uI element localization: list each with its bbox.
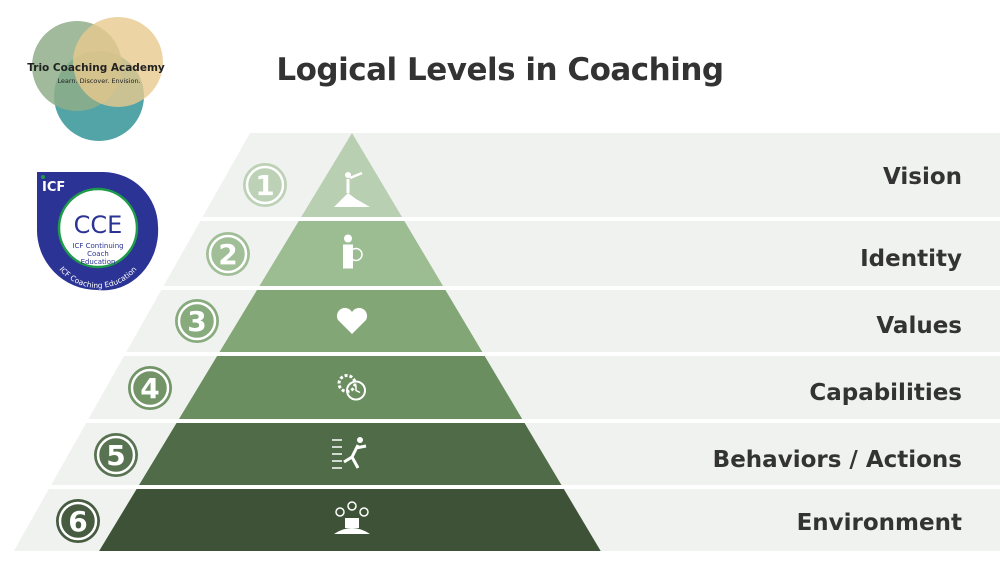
level-number-badge bbox=[243, 163, 287, 207]
row-separator bbox=[0, 485, 1000, 489]
badge-dot bbox=[41, 175, 45, 179]
logo-circle-gold bbox=[73, 17, 163, 107]
level-identity: 2 Identity bbox=[163, 221, 1000, 286]
runner-body bbox=[343, 444, 367, 469]
level-number: 2 bbox=[218, 238, 237, 271]
row-separator bbox=[0, 286, 1000, 290]
heart-shape bbox=[336, 307, 368, 334]
badge-line2: Coach bbox=[87, 250, 109, 258]
level-number-badge bbox=[94, 433, 138, 477]
pyramid-tier bbox=[139, 423, 562, 485]
level-values: 3 Values bbox=[126, 290, 1000, 352]
mountain-telescope-icon bbox=[334, 171, 370, 207]
badge-line1: ICF Continuing bbox=[72, 242, 123, 250]
level-number-ring bbox=[245, 165, 285, 205]
level-number: 5 bbox=[106, 439, 125, 472]
level-label: Behaviors / Actions bbox=[713, 447, 962, 473]
level-number: 4 bbox=[140, 372, 159, 405]
row-separator bbox=[0, 217, 1000, 221]
community-environment-icon bbox=[334, 501, 370, 534]
logo-name: Trio Coaching Academy bbox=[27, 62, 165, 74]
row-separator bbox=[0, 352, 1000, 356]
level-number: 6 bbox=[68, 505, 87, 538]
level-capabilities: 4 Capabilities bbox=[88, 356, 1000, 419]
level-number-ring bbox=[177, 301, 217, 341]
person-head bbox=[345, 172, 351, 178]
level-band bbox=[202, 133, 1000, 217]
level-number-badge bbox=[56, 499, 100, 543]
badge-inner-circle bbox=[57, 187, 139, 269]
running-person-icon bbox=[332, 437, 367, 469]
level-number-ring bbox=[58, 501, 98, 541]
person-head bbox=[344, 234, 352, 243]
level-number-badge bbox=[175, 299, 219, 343]
pyramid-tier bbox=[301, 133, 402, 217]
question-circle bbox=[349, 247, 363, 262]
level-label: Vision bbox=[883, 164, 962, 190]
person-circle bbox=[335, 507, 345, 517]
level-number-ring bbox=[208, 234, 248, 274]
level-label: Capabilities bbox=[809, 380, 962, 406]
logo-tagline: Learn. Discover. Envision. bbox=[57, 77, 140, 85]
person-circle bbox=[347, 501, 357, 511]
badge-brand: ICF bbox=[42, 180, 65, 195]
level-number-ring bbox=[130, 368, 170, 408]
level-number: 1 bbox=[255, 169, 274, 202]
mountain-shape bbox=[334, 193, 370, 207]
heart-icon bbox=[336, 307, 368, 334]
badge-main-text: CCE bbox=[74, 211, 123, 239]
level-label: Environment bbox=[797, 510, 962, 536]
level-label: Values bbox=[876, 313, 962, 339]
level-number-badge bbox=[206, 232, 250, 276]
clock-face bbox=[346, 380, 366, 401]
page-title: Logical Levels in Coaching bbox=[276, 52, 724, 88]
badge-line3: Education bbox=[81, 258, 116, 266]
pyramid-tier bbox=[178, 356, 523, 419]
person-body bbox=[343, 244, 353, 269]
telescope bbox=[349, 171, 363, 180]
level-number-badge bbox=[128, 366, 172, 410]
person-circle bbox=[359, 507, 369, 517]
level-number-ring bbox=[96, 435, 136, 475]
clock-hands bbox=[355, 385, 361, 394]
gear-clock-icon bbox=[337, 374, 366, 401]
level-behaviors-actions: 5 Behaviors / Actions bbox=[51, 423, 1000, 485]
runner-head bbox=[357, 437, 363, 443]
building bbox=[345, 518, 359, 528]
row-separator bbox=[0, 419, 1000, 423]
level-environment: 6 Environment bbox=[13, 489, 1000, 551]
ground bbox=[334, 528, 370, 534]
level-vision: 1 Vision bbox=[202, 133, 1000, 217]
level-number: 3 bbox=[187, 305, 206, 338]
level-label: Identity bbox=[860, 246, 962, 272]
person-question-icon bbox=[343, 234, 363, 269]
